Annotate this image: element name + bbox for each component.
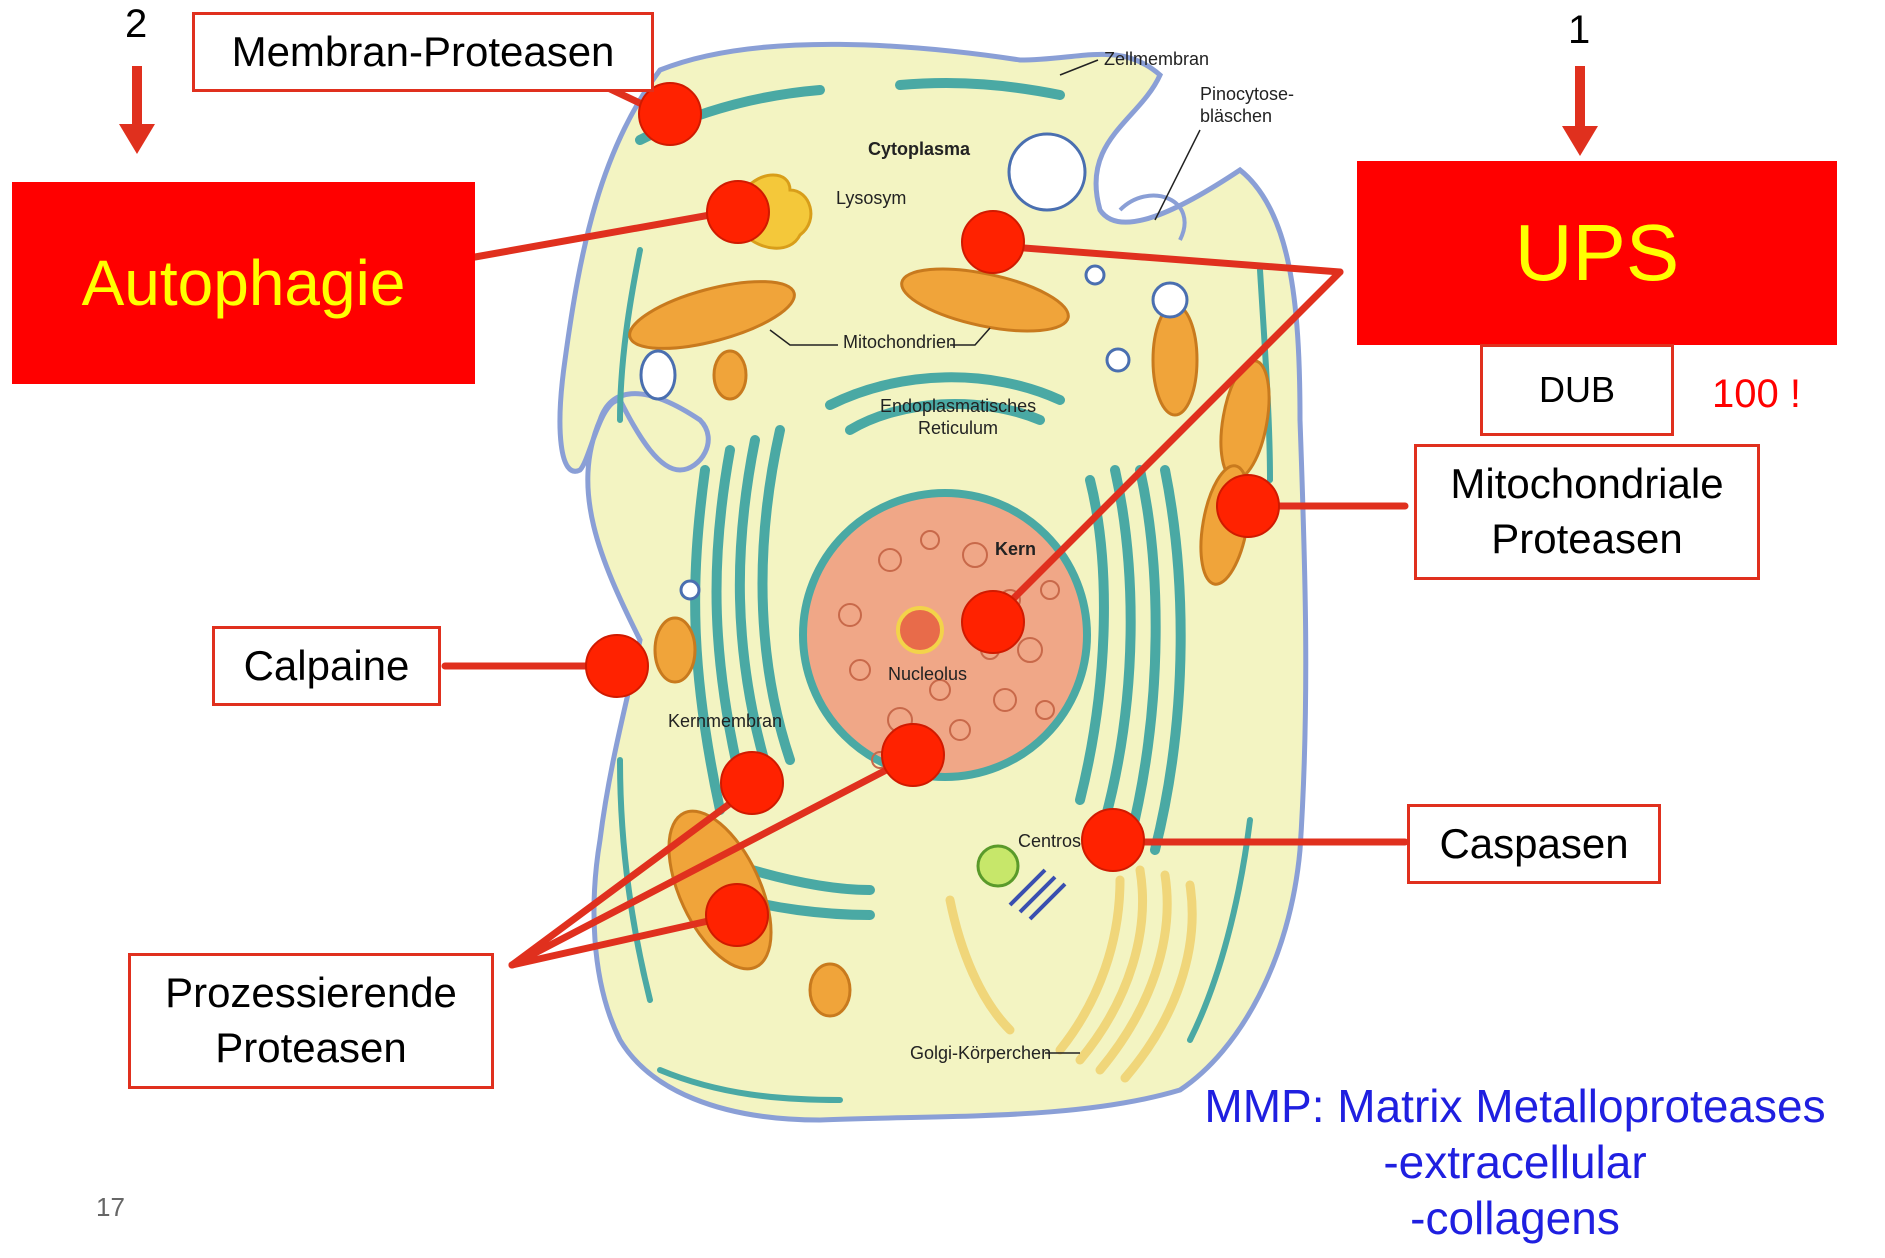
dot-er-processing <box>721 752 783 814</box>
label-pinocytose-l2: bläschen <box>1200 106 1272 126</box>
dot-cytoplasm-ups <box>962 211 1024 273</box>
nucleolus <box>898 608 942 652</box>
dot-nucleus-processing <box>882 724 944 786</box>
mmp-note: MMP: Matrix Metalloproteases -extracellu… <box>1150 1078 1880 1246</box>
nucleus <box>803 493 1087 777</box>
marker-2: 2 <box>125 2 147 47</box>
label-pinocytose: Pinocytose-bläschen <box>1200 84 1294 126</box>
dot-mito <box>1217 475 1279 537</box>
mmp-line-2: -extracellular <box>1150 1134 1880 1190</box>
label-mitochondrien: Mitochondrien <box>843 332 956 352</box>
label-er-l2: Reticulum <box>918 418 998 438</box>
arrow-2-head <box>119 124 155 154</box>
dot-lysosome <box>707 181 769 243</box>
dot-calpaine <box>586 635 648 697</box>
page-number: 17 <box>96 1192 125 1223</box>
label-lysosym: Lysosym <box>836 188 906 208</box>
callout-caspasen: Caspasen <box>1407 804 1661 884</box>
arrow-1-shaft <box>1575 66 1585 130</box>
mmp-line-3: -collagens <box>1150 1190 1880 1246</box>
dot-membrane <box>639 83 701 145</box>
callout-membran-proteasen: Membran-Proteasen <box>192 12 654 92</box>
mmp-line-1: MMP: Matrix Metalloproteases <box>1150 1078 1880 1134</box>
label-pinocytose-l1: Pinocytose- <box>1200 84 1294 104</box>
label-cytoplasma: Cytoplasma <box>868 139 971 159</box>
callout-prozessierende-proteasen: Prozessierende Proteasen <box>128 953 494 1089</box>
callout-ups: UPS <box>1357 161 1837 345</box>
callout-dub: DUB <box>1480 344 1674 436</box>
arrow-2-shaft <box>132 66 142 128</box>
callout-autophagie: Autophagie <box>12 182 475 384</box>
label-kern: Kern <box>995 539 1036 559</box>
dot-caspasen <box>1082 809 1144 871</box>
label-zellmembran: Zellmembran <box>1104 49 1209 69</box>
arrow-1-head <box>1562 126 1598 156</box>
dub-count: 100 ! <box>1712 372 1801 417</box>
centrosome <box>978 846 1018 886</box>
dot-nucleus-ups <box>962 591 1024 653</box>
callout-mitochondriale-proteasen: Mitochondriale Proteasen <box>1414 444 1760 580</box>
marker-1: 1 <box>1568 8 1590 53</box>
label-nucleolus: Nucleolus <box>888 664 967 684</box>
label-er-l1: Endoplasmatisches <box>880 396 1036 416</box>
label-kernmembran: Kernmembran <box>668 711 782 731</box>
label-golgi: Golgi-Körperchen <box>910 1043 1051 1063</box>
dot-golgi-processing <box>706 884 768 946</box>
callout-calpaine: Calpaine <box>212 626 441 706</box>
